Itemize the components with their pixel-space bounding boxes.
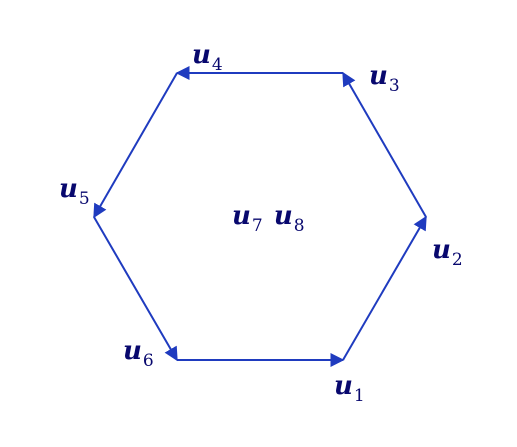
vector-label-u3: u3 — [369, 61, 400, 96]
center-zero-vectors-label: u7 u8 — [232, 203, 305, 235]
hexagon-edges — [93, 66, 427, 367]
vector-label-u4: u4 — [192, 40, 223, 75]
edge-u4-to-u5 — [93, 72, 178, 219]
vector-label-u6: u6 — [123, 336, 154, 371]
vector-label-u5: u5 — [59, 174, 90, 209]
edge-u1-to-u2 — [342, 215, 427, 361]
vector-label-u2: u2 — [432, 235, 463, 270]
edge-u2-to-u3 — [342, 71, 427, 218]
edge-u5-to-u6 — [93, 216, 178, 362]
vector-label-u7: u7 — [232, 201, 263, 236]
vector-label-u8: u8 — [273, 201, 305, 236]
vector-label-u1: u1 — [334, 371, 365, 406]
